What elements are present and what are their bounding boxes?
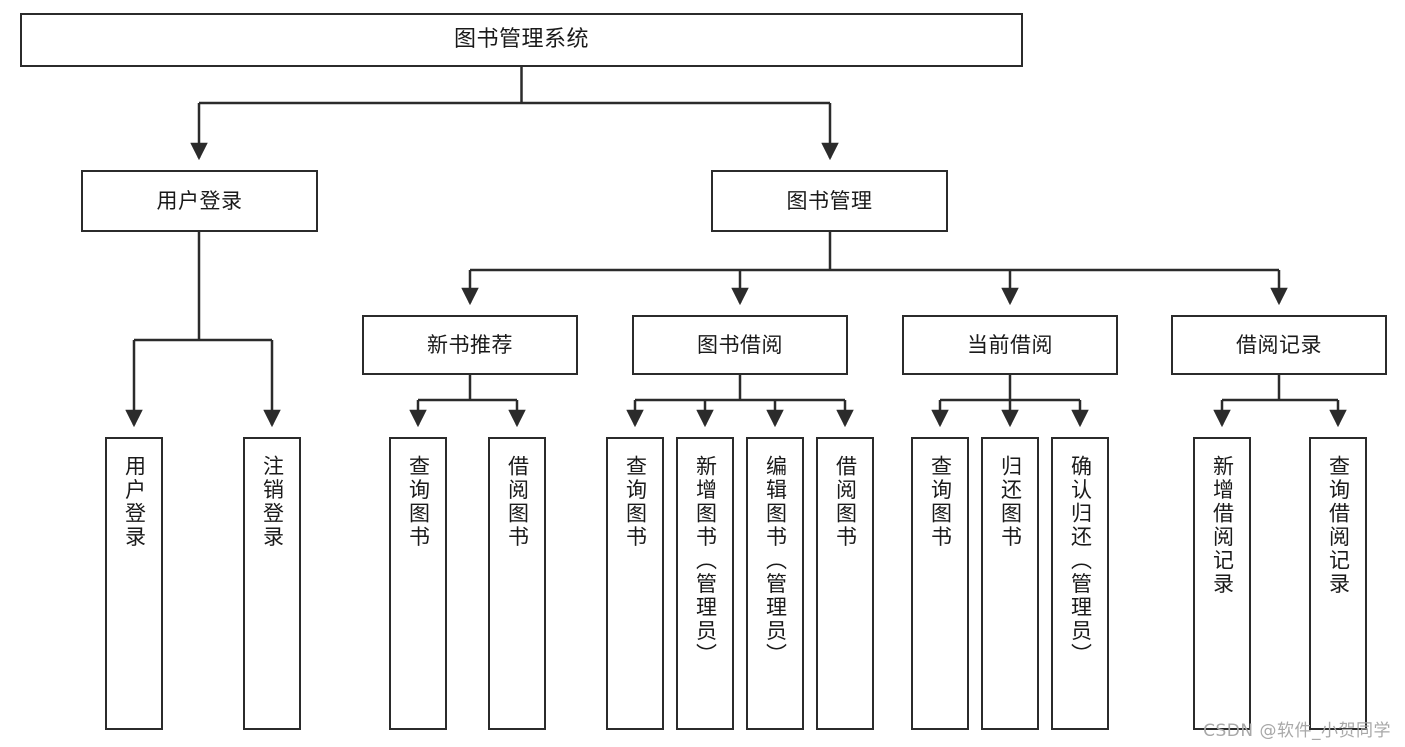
node-label: 用户登录 [156,188,243,213]
node-label: 归还图书 [998,455,1023,549]
leaf-borrow-book-recommend[interactable]: 借阅图书 [488,437,546,730]
node-label: 借阅图书 [833,455,858,549]
node-label: 借阅图书 [505,455,530,549]
node-user-login[interactable]: 用户登录 [81,170,318,232]
node-label: 查询图书 [406,455,431,549]
node-root-system[interactable]: 图书管理系统 [20,13,1023,67]
node-current-borrow[interactable]: 当前借阅 [902,315,1118,375]
node-label: 确认归还（管理员） [1068,455,1093,667]
leaf-edit-book-admin[interactable]: 编辑图书（管理员） [746,437,804,730]
node-label: 编辑图书（管理员） [763,455,788,667]
leaf-logout[interactable]: 注销登录 [243,437,301,730]
node-label: 当前借阅 [967,332,1053,357]
node-label: 新增图书（管理员） [693,455,718,667]
leaf-borrow-book[interactable]: 借阅图书 [816,437,874,730]
leaf-confirm-return-admin[interactable]: 确认归还（管理员） [1051,437,1109,730]
node-label: 查询借阅记录 [1326,455,1351,596]
leaf-query-book-recommend[interactable]: 查询图书 [389,437,447,730]
node-label: 注销登录 [260,455,285,549]
node-label: 查询图书 [928,455,953,549]
node-label: 图书管理系统 [453,27,589,53]
leaf-user-login[interactable]: 用户登录 [105,437,163,730]
node-label: 新书推荐 [427,332,513,357]
node-label: 新增借阅记录 [1210,455,1235,596]
leaf-add-borrow-record[interactable]: 新增借阅记录 [1193,437,1251,730]
node-book-management[interactable]: 图书管理 [711,170,948,232]
leaf-return-book[interactable]: 归还图书 [981,437,1039,730]
node-book-borrow[interactable]: 图书借阅 [632,315,848,375]
leaf-query-borrow-record[interactable]: 查询借阅记录 [1309,437,1367,730]
leaf-query-book-borrow[interactable]: 查询图书 [606,437,664,730]
node-borrow-record[interactable]: 借阅记录 [1171,315,1387,375]
node-label: 查询图书 [623,455,648,549]
node-label: 图书借阅 [697,332,783,357]
node-label: 图书管理 [786,188,873,213]
node-new-book-recommend[interactable]: 新书推荐 [362,315,578,375]
leaf-add-book-admin[interactable]: 新增图书（管理员） [676,437,734,730]
node-label: 借阅记录 [1236,332,1322,357]
leaf-query-book-current[interactable]: 查询图书 [911,437,969,730]
node-label: 用户登录 [122,455,147,549]
